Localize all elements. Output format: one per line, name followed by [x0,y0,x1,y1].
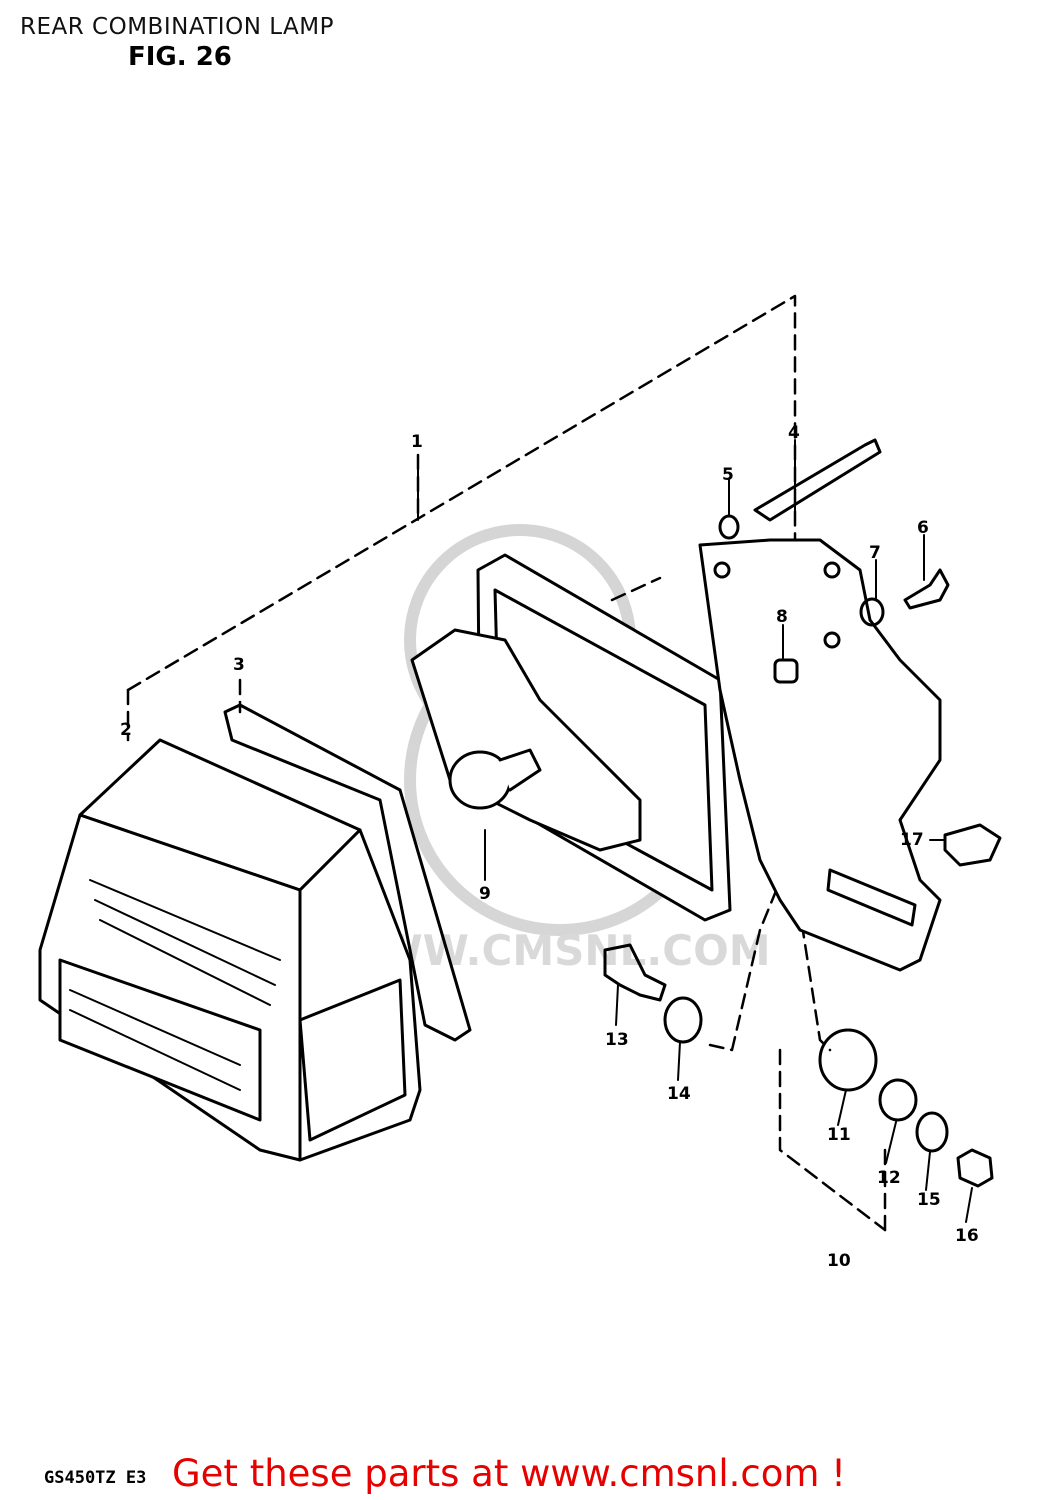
callout-11: 11 [827,1125,851,1145]
part-9-bulb[interactable] [448,748,542,810]
callout-9: 9 [479,884,491,904]
callout-4: 4 [788,423,800,443]
model-code: GS450TZ E3 [44,1468,147,1488]
callout-15: 15 [917,1190,941,1210]
part-12-collar[interactable] [878,1078,918,1122]
part-11-grommet[interactable] [818,1028,878,1092]
callout-2: 2 [120,720,132,740]
callout-3: 3 [233,655,245,675]
part-4-bolt[interactable] [753,438,882,522]
part-5-washer[interactable] [718,514,740,540]
callout-6: 6 [917,518,929,538]
part-7-washer[interactable] [859,597,885,627]
leader-lines [417,439,973,1223]
cmsnl-parts-link[interactable]: Get these parts at www.cmsnl.com ! [172,1452,847,1495]
callout-5: 5 [722,465,734,485]
part-6-screw[interactable] [903,568,950,610]
part-16-nut[interactable] [956,1148,994,1188]
part-1-lamp-base[interactable] [410,553,732,922]
part-17-grommet[interactable] [943,823,1002,867]
part-3-gasket[interactable] [223,703,472,1042]
callout-14: 14 [667,1084,691,1104]
callout-8: 8 [776,607,788,627]
page-title: REAR COMBINATION LAMP [20,14,335,40]
part-13-bolt[interactable] [603,943,667,1002]
figure-label: FIG. 26 [128,42,232,72]
callout-7: 7 [869,543,881,563]
part-2-lens[interactable] [38,738,422,1162]
callout-16: 16 [955,1226,979,1246]
callout-13: 13 [605,1030,629,1050]
callout-12: 12 [877,1168,901,1188]
part-8-spacer[interactable] [773,658,799,684]
callout-17: 17 [900,830,924,850]
part-14-washer[interactable] [663,996,703,1044]
part-15-washer[interactable] [915,1111,949,1153]
part-10-bracket[interactable] [698,538,942,972]
callouts: 1 2 3 4 5 6 7 8 9 10 11 12 13 14 15 16 1… [120,423,979,1271]
callout-1: 1 [411,432,423,452]
callout-10: 10 [827,1251,851,1271]
